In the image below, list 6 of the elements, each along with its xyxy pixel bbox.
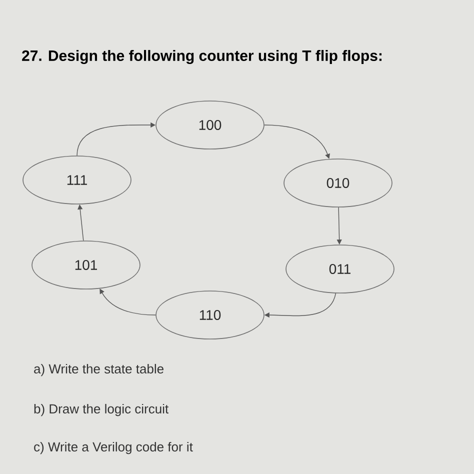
question-text: c) Write a Verilog code for it (34, 442, 193, 454)
arrow (100, 288, 156, 316)
question-text: b) Draw the logic circuit (34, 404, 168, 416)
question-text: a) Write the state table (34, 364, 164, 376)
arrow (264, 124, 330, 159)
title: 27. Design the following counter using T flip flops: (22, 50, 382, 64)
